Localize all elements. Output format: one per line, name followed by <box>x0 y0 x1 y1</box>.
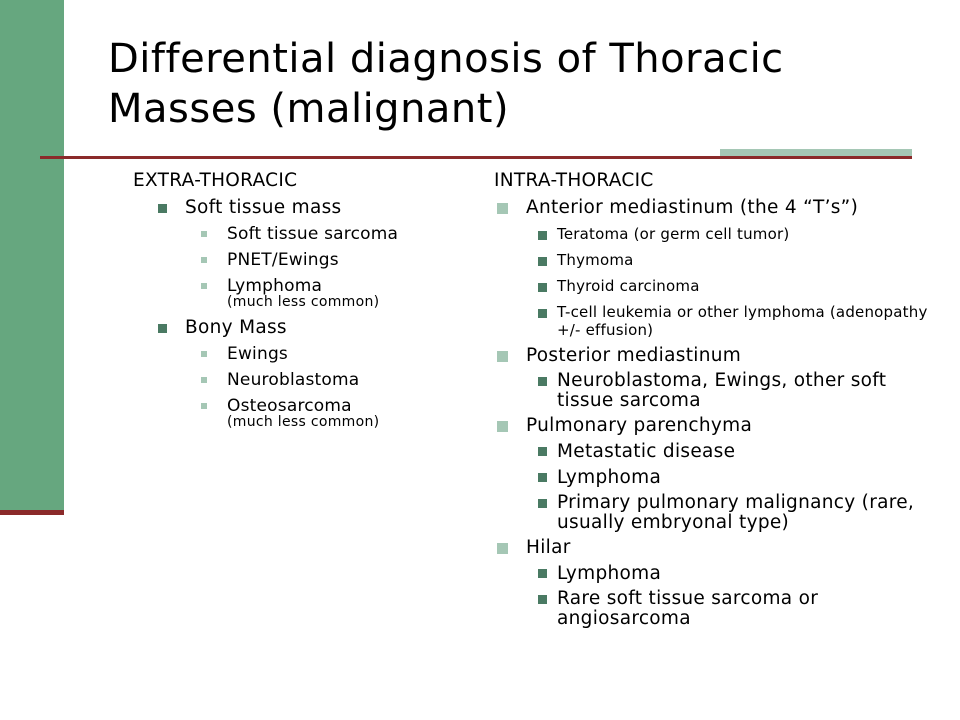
square-bullet-icon <box>201 351 207 357</box>
item-text: Osteosarcoma <box>227 396 352 416</box>
square-bullet-icon <box>538 377 547 386</box>
sidebar-base-rule <box>0 510 64 515</box>
section-label: Anterior mediastinum (the 4 “T’s”) <box>526 197 859 218</box>
column-heading: EXTRA-THORACIC <box>133 170 298 191</box>
item-note: (much less common) <box>227 414 380 430</box>
list-item: Primary pulmonary malignancy (rare, usua… <box>494 491 934 535</box>
list-item: Hilar <box>494 535 934 561</box>
column-heading: INTRA-THORACIC <box>494 170 654 191</box>
slide-title: Differential diagnosis of Thoracic Masse… <box>108 36 784 132</box>
square-bullet-icon <box>201 257 207 263</box>
list-item: Metastatic disease <box>494 439 934 465</box>
square-bullet-icon <box>538 569 547 578</box>
list-item: Rare soft tissue sarcoma or angiosarcoma <box>494 587 934 631</box>
list-item: Anterior mediastinum (the 4 “T’s”) <box>494 195 934 221</box>
square-bullet-icon <box>538 257 547 266</box>
item-text: Neuroblastoma, Ewings, other soft tissue… <box>557 370 887 411</box>
list-item: Thymoma <box>494 247 934 273</box>
section-label: Hilar <box>526 537 571 558</box>
item-text: Thyroid carcinoma <box>557 277 700 295</box>
list-item: Neuroblastoma <box>133 367 463 393</box>
square-bullet-icon <box>497 543 508 554</box>
item-text: Teratoma (or germ cell tumor) <box>557 225 790 243</box>
section-label: Pulmonary parenchyma <box>526 415 753 436</box>
list-item: Ewings <box>133 341 463 367</box>
list-item: Lymphoma <box>494 561 934 587</box>
list-item: Soft tissue sarcoma <box>133 221 463 247</box>
list-item: PNET/Ewings <box>133 247 463 273</box>
item-text: Rare soft tissue sarcoma or angiosarcoma <box>557 588 819 629</box>
decorative-sidebar <box>0 0 64 512</box>
item-text: PNET/Ewings <box>227 250 339 270</box>
item-text: Lymphoma <box>557 563 662 584</box>
intra-thoracic-list: Anterior mediastinum (the 4 “T’s”) Terat… <box>494 195 934 631</box>
square-bullet-icon <box>497 203 508 214</box>
item-text: Metastatic disease <box>557 441 736 462</box>
item-text: Lymphoma <box>227 276 323 296</box>
item-text: Primary pulmonary malignancy (rare, usua… <box>557 492 915 533</box>
list-item: Osteosarcoma (much less common) <box>133 393 463 429</box>
section-label: Bony Mass <box>185 317 287 338</box>
square-bullet-icon <box>201 377 207 383</box>
item-text: T-cell leukemia or other lymphoma (adeno… <box>557 303 928 339</box>
item-text: Lymphoma <box>557 467 662 488</box>
square-bullet-icon <box>538 473 547 482</box>
extra-thoracic-column: EXTRA-THORACIC Soft tissue mass Soft tis… <box>133 168 463 435</box>
list-item: Lymphoma (much less common) <box>133 273 463 309</box>
list-item: Posterior mediastinum <box>494 343 934 369</box>
item-text: Soft tissue sarcoma <box>227 224 399 244</box>
square-bullet-icon <box>158 324 167 333</box>
square-bullet-icon <box>497 351 508 362</box>
square-bullet-icon <box>201 231 207 237</box>
list-item: Pulmonary parenchyma <box>494 413 934 439</box>
section-label: Posterior mediastinum <box>526 345 742 366</box>
section-label: Soft tissue mass <box>185 197 342 218</box>
title-divider <box>40 156 912 159</box>
list-item: Thyroid carcinoma <box>494 273 934 299</box>
square-bullet-icon <box>538 231 547 240</box>
square-bullet-icon <box>538 309 547 318</box>
intra-thoracic-column: INTRA-THORACIC Anterior mediastinum (the… <box>494 168 934 631</box>
extra-thoracic-list: Soft tissue mass Soft tissue sarcoma PNE… <box>133 195 463 429</box>
list-item: Soft tissue mass <box>133 195 463 221</box>
list-item: Teratoma (or germ cell tumor) <box>494 221 934 247</box>
square-bullet-icon <box>497 421 508 432</box>
item-text: Neuroblastoma <box>227 370 360 390</box>
square-bullet-icon <box>201 403 207 409</box>
list-item: T-cell leukemia or other lymphoma (adeno… <box>494 299 934 343</box>
item-note: (much less common) <box>227 294 380 310</box>
list-item: Lymphoma <box>494 465 934 491</box>
item-text: Thymoma <box>557 251 634 269</box>
list-item: Neuroblastoma, Ewings, other soft tissue… <box>494 369 934 413</box>
square-bullet-icon <box>538 447 547 456</box>
square-bullet-icon <box>538 283 547 292</box>
square-bullet-icon <box>538 499 547 508</box>
square-bullet-icon <box>538 595 547 604</box>
square-bullet-icon <box>158 204 167 213</box>
square-bullet-icon <box>201 283 207 289</box>
list-item: Bony Mass <box>133 315 463 341</box>
title-rule-accent <box>720 149 912 157</box>
item-text: Ewings <box>227 344 288 364</box>
